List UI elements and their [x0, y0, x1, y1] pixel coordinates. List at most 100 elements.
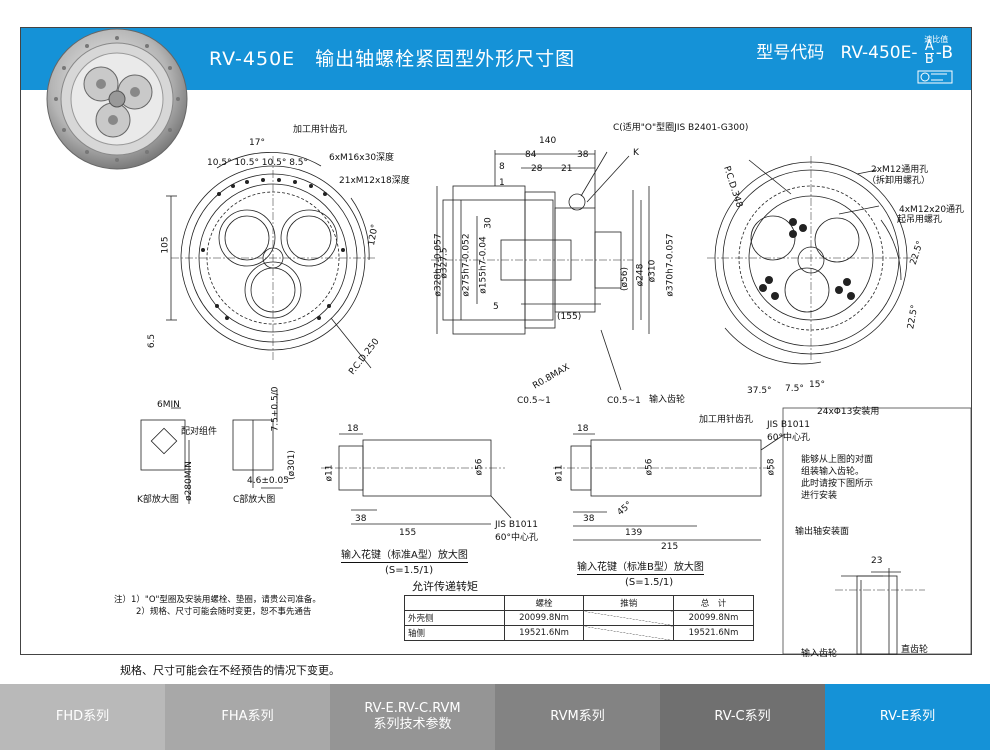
table-row: 轴侧 19521.6Nm 19521.6Nm	[404, 625, 754, 641]
table-header: 推销	[583, 595, 675, 611]
mount-holes: 24xΦ13安装用	[817, 407, 880, 417]
frac-bottom: B	[924, 51, 934, 67]
assembly-input-gear: 输入齿轮	[801, 649, 838, 659]
assembly-face: 输出轴安装面	[795, 527, 850, 537]
spline-b-caption: 输入花键（标准B型）放大图	[577, 558, 704, 575]
dia-327-5: ø327.5	[439, 247, 450, 279]
k-label: 配对组件	[181, 427, 218, 437]
k-caption: K部放大图	[137, 495, 179, 505]
tab-label: FHD系列	[55, 709, 110, 724]
spline-b-dia11: ø11	[554, 464, 565, 482]
table-cell	[583, 625, 675, 641]
code-suffix: -B	[935, 43, 953, 63]
tab-label: FHA系列	[221, 709, 274, 724]
frac-top: A	[924, 38, 934, 54]
dia-310: ø310	[647, 259, 658, 283]
tab-label: RVM系列	[550, 709, 605, 724]
angle-37-5: 37.5°	[747, 386, 772, 396]
dim-30: 30	[483, 217, 494, 229]
tab-fha-series[interactable]: FHA系列	[165, 684, 330, 750]
notes: 注）1）"O"型圈及安装用螺栓、垫圈，请贵公司准备。 2）规格、尺寸可能会随时变…	[114, 594, 321, 618]
c-dim-7-5: 7.5+0.5/0	[270, 386, 281, 432]
dim-105: 105	[160, 236, 171, 254]
model-code-icon	[917, 70, 953, 84]
dim-6-5: 6.5	[147, 333, 158, 349]
label-thread-6xm16: 6xM16x30深度	[329, 153, 395, 163]
thread-2xm12: 2xM12通用孔	[871, 165, 929, 175]
label-thread-21xm12: 21xM12x18深度	[339, 176, 410, 186]
spline-b-dia56: ø56	[644, 458, 655, 476]
drawing-lines	[140, 150, 971, 655]
tab-label: RV-E.RV-C.RVM	[364, 701, 461, 716]
spline-b-38: 38	[583, 514, 595, 524]
tab-rvm-series[interactable]: RVM系列	[495, 684, 660, 750]
angle-7-5: 7.5°	[785, 384, 804, 394]
spline-a-38: 38	[355, 514, 367, 524]
assembly-note-4: 进行安装	[801, 491, 838, 501]
c-caption: C部放大图	[233, 495, 276, 505]
dim-21: 21	[561, 164, 573, 174]
chamfer-2: C0.5~1	[607, 396, 641, 406]
torque-table: 螺栓 推销 总 计 外壳侧 20099.8Nm 20099.8Nm 轴侧 195…	[404, 595, 754, 641]
tab-fhd-series[interactable]: FHD系列	[0, 684, 165, 750]
assembly-spur-gear: 直齿轮	[901, 645, 929, 655]
note-line-2: 2）规格、尺寸可能会随时变更，恕不事先通告	[136, 607, 312, 617]
k-dia-280: ø280MIN	[183, 461, 194, 501]
dia-56: (ø56)	[619, 267, 630, 291]
drawing-frame: RV-450E 输出轴螺栓紧固型外形尺寸图 型号代码 RV-450E- 速比值 …	[20, 27, 972, 659]
spline-a-scale: (S=1.5/1)	[385, 565, 434, 576]
label-pin-gear-hole: 加工用针齿孔	[293, 125, 348, 135]
c-dim-4-6: 4.6±0.05	[247, 476, 289, 486]
dim-155-paren: (155)	[557, 312, 582, 322]
table-cell: 外壳侧	[404, 610, 505, 626]
tab-label: RV-C系列	[714, 709, 771, 724]
model-code-value: RV-450E-	[840, 43, 918, 63]
thread-4xm12-note: 起吊用螺孔	[897, 215, 943, 225]
spline-b-18: 18	[577, 424, 589, 434]
dia-370: ø370h7-0.057	[665, 233, 676, 297]
dim-5: 5	[493, 302, 499, 312]
torque-title: 允许传递转矩	[412, 580, 478, 593]
angle-17: 17°	[249, 138, 265, 148]
tab-rv-e-series[interactable]: RV-E系列	[825, 684, 990, 750]
dim-28: 28	[531, 164, 543, 174]
spline-b-jis: JIS B1011	[767, 420, 810, 430]
table-header: 总 计	[673, 595, 754, 611]
spline-b-center: 60°中心孔	[767, 433, 810, 443]
assembly-23: 23	[871, 556, 883, 566]
dim-8: 8	[499, 162, 505, 172]
dim-140: 140	[539, 136, 557, 146]
table-cell: 19521.6Nm	[503, 625, 585, 641]
label-k: K	[633, 148, 639, 158]
spline-b-215: 215	[661, 542, 679, 552]
assembly-note-1: 能够从上图的对面	[801, 455, 874, 465]
table-cell	[583, 610, 675, 626]
spline-a-18: 18	[347, 424, 359, 434]
table-cell: 20099.8Nm	[503, 610, 585, 626]
spline-a-dia11: ø11	[324, 464, 335, 482]
dim-38: 38	[577, 150, 589, 160]
ratio-label: 速比值	[924, 35, 949, 44]
assembly-note-2: 组装输入齿轮。	[801, 467, 865, 477]
spline-a-caption: 输入花键（标准A型）放大图	[341, 546, 468, 563]
tab-rv-c-series[interactable]: RV-C系列	[660, 684, 825, 750]
spline-a-dia56: ø56	[474, 458, 485, 476]
oring-note: C(适用"O"型圈JIS B2401-G300)	[613, 123, 749, 133]
spline-b-scale: (S=1.5/1)	[625, 577, 674, 588]
table-header: 螺栓	[503, 595, 585, 611]
chamfer-1: C0.5~1	[517, 396, 551, 406]
dim-1: 1	[499, 178, 505, 188]
spline-b-dia58: ø58	[766, 458, 777, 476]
dim-84: 84	[525, 150, 537, 160]
page-title: RV-450E 输出轴螺栓紧固型外形尺寸图	[209, 48, 576, 70]
assembly-note-3: 此时请按下图所示	[801, 479, 874, 489]
thread-2xm12-note: （拆卸用螺孔）	[867, 176, 931, 186]
k-6min: 6MIN	[157, 400, 180, 410]
spline-a-jis: JIS B1011	[495, 520, 538, 530]
table-header	[404, 595, 505, 611]
reducer-photo	[46, 28, 188, 170]
input-gear-section: 输入齿轮	[649, 395, 686, 405]
